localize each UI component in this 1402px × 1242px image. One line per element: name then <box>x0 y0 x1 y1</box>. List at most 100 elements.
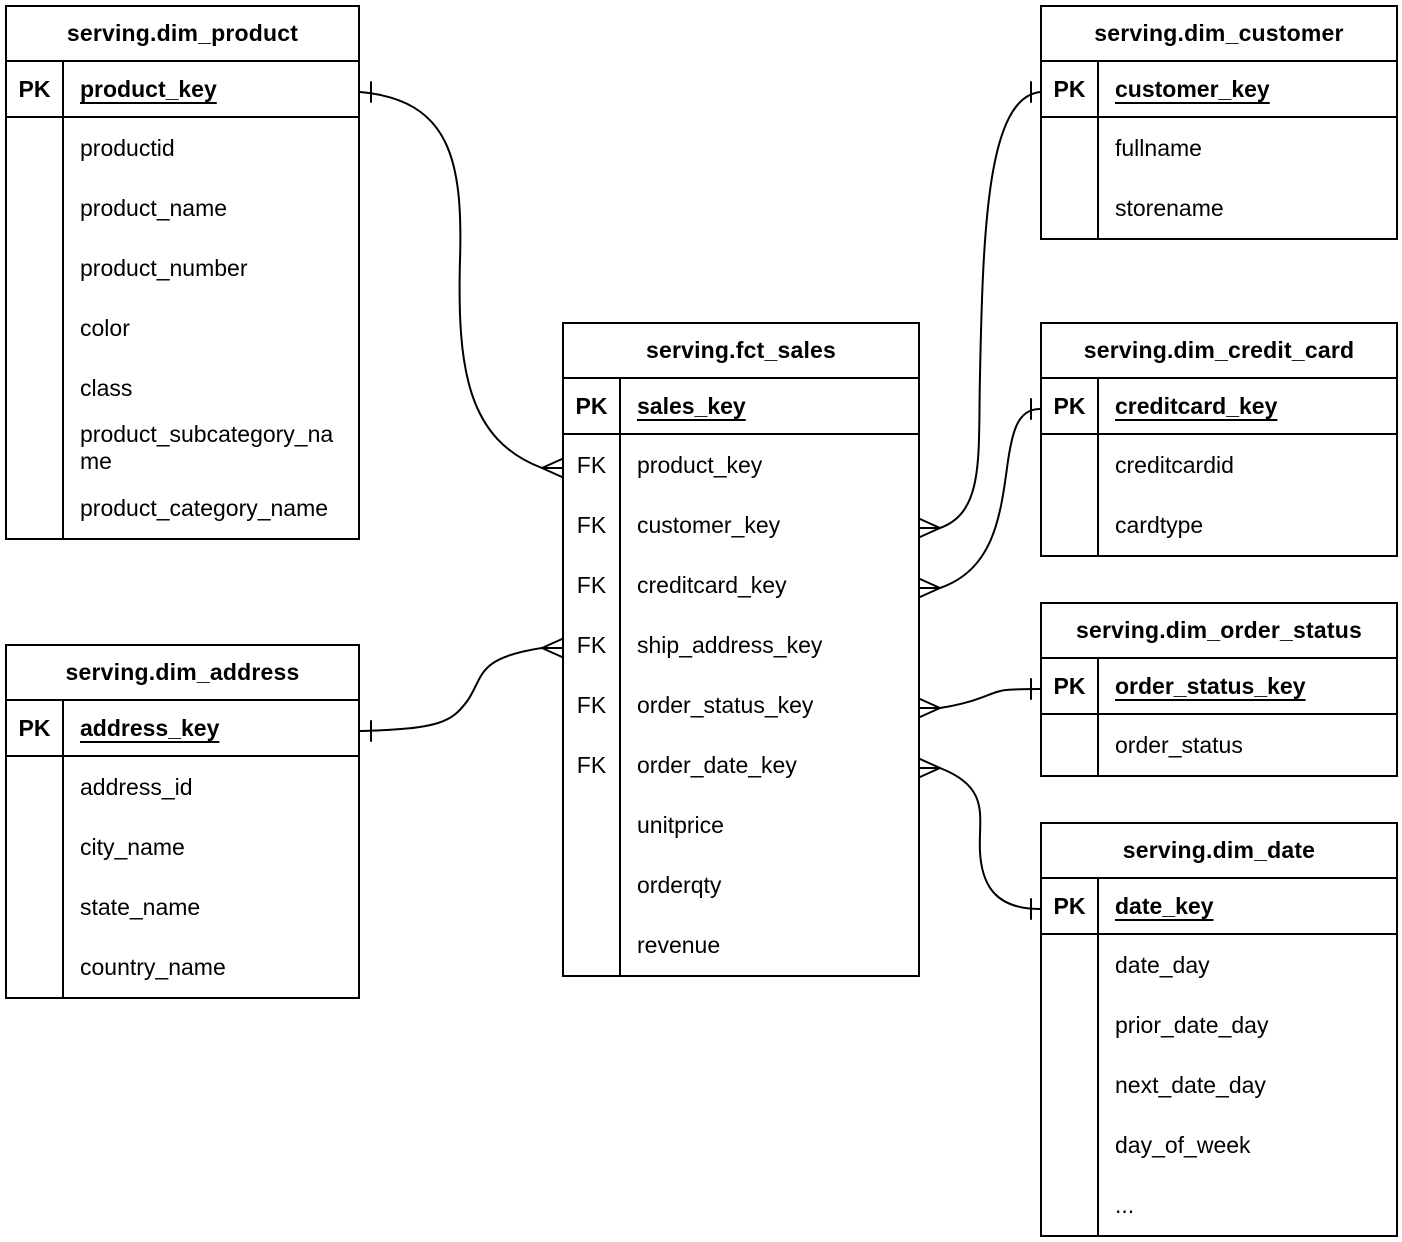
key-label: PK <box>1042 62 1099 116</box>
connector-line <box>939 408 1041 589</box>
field-name: address_id <box>80 773 193 800</box>
key-label: PK <box>1042 879 1099 933</box>
field-name: product_subcategory_name <box>80 421 334 474</box>
field-name: state_name <box>80 893 201 920</box>
key-label <box>7 478 64 538</box>
table-title: serving.fct_sales <box>564 324 918 379</box>
table-field-row: date_day <box>1042 935 1396 995</box>
field-name: sales_key <box>637 392 746 419</box>
key-label: FK <box>564 675 621 735</box>
crow-foot-many-icon <box>919 698 941 718</box>
field-name: ship_address_key <box>637 631 823 658</box>
crow-foot-many-icon <box>919 518 941 538</box>
field-name: date_key <box>1115 892 1214 919</box>
key-label <box>1042 495 1099 555</box>
relation-fct-sales-to-dim-order-status <box>919 678 1041 718</box>
table-pk-row: PK address_key <box>7 701 358 757</box>
crow-foot-many-icon <box>919 578 941 598</box>
field-name: country_name <box>80 953 226 980</box>
table-title: serving.dim_address <box>7 646 358 701</box>
table-pk-row: PK order_status_key <box>1042 659 1396 715</box>
crow-foot-many-icon <box>919 758 941 778</box>
table-dim-credit-card: serving.dim_credit_card PK creditcard_key… <box>1040 322 1398 557</box>
table-field-row: address_id <box>7 757 358 817</box>
field-name: storename <box>1115 194 1224 221</box>
table-title: serving.dim_customer <box>1042 7 1396 62</box>
table-field-row: next_date_day <box>1042 1055 1396 1115</box>
field-name: customer_key <box>1115 75 1270 102</box>
key-label <box>1042 435 1099 495</box>
field-name: color <box>80 314 130 341</box>
field-name: creditcard_key <box>637 571 787 598</box>
field-name: day_of_week <box>1115 1131 1251 1158</box>
key-label <box>7 298 64 358</box>
relation-fct-sales-to-dim-date <box>919 758 1041 920</box>
table-field-row: state_name <box>7 877 358 937</box>
key-label <box>1042 935 1099 995</box>
key-label <box>7 238 64 298</box>
key-label <box>7 418 64 478</box>
key-label <box>564 915 621 975</box>
table-title: serving.dim_order_status <box>1042 604 1396 659</box>
table-field-row: product_category_name <box>7 478 358 538</box>
key-label <box>1042 118 1099 178</box>
field-name: address_key <box>80 714 220 741</box>
key-label: PK <box>7 701 64 755</box>
field-name: order_status_key <box>637 691 814 718</box>
table-field-row: storename <box>1042 178 1396 238</box>
field-name: order_status_key <box>1115 672 1306 699</box>
relation-fct-sales-to-dim-product <box>359 81 563 478</box>
table-field-row: product_name <box>7 178 358 238</box>
table-pk-row: PK sales_key <box>564 379 918 435</box>
table-field-row: class <box>7 358 358 418</box>
table-field-row: revenue <box>564 915 918 975</box>
crow-foot-many-icon <box>541 458 563 478</box>
table-title: serving.dim_date <box>1042 824 1396 879</box>
relation-fct-sales-to-dim-customer <box>919 81 1041 538</box>
table-field-row: FK order_status_key <box>564 675 918 735</box>
field-name: creditcardid <box>1115 451 1234 478</box>
table-pk-row: PK date_key <box>1042 879 1396 935</box>
field-name: product_number <box>80 254 248 281</box>
field-name: creditcard_key <box>1115 392 1278 419</box>
field-name: product_name <box>80 194 228 221</box>
key-label <box>7 817 64 877</box>
key-label: PK <box>1042 379 1099 433</box>
connector-line <box>939 688 1041 709</box>
field-name: next_date_day <box>1115 1071 1266 1098</box>
table-pk-row: PK customer_key <box>1042 62 1396 118</box>
connector-line <box>939 91 1041 529</box>
table-pk-row: PK creditcard_key <box>1042 379 1396 435</box>
field-name: product_key <box>80 75 217 102</box>
field-name: order_status <box>1115 731 1243 758</box>
connector-line <box>359 647 543 732</box>
field-name: unitprice <box>637 811 724 838</box>
key-label: PK <box>1042 659 1099 713</box>
table-field-row: prior_date_day <box>1042 995 1396 1055</box>
table-dim-order-status: serving.dim_order_status PK order_status_… <box>1040 602 1398 777</box>
field-name: order_date_key <box>637 751 797 778</box>
table-title: serving.dim_credit_card <box>1042 324 1396 379</box>
field-name: date_day <box>1115 951 1210 978</box>
table-field-row: country_name <box>7 937 358 997</box>
key-label: PK <box>564 379 621 433</box>
field-name: revenue <box>637 931 721 958</box>
field-name: fullname <box>1115 134 1202 161</box>
key-label <box>7 118 64 178</box>
key-label <box>7 358 64 418</box>
connector-line <box>359 91 543 469</box>
table-field-row: product_number <box>7 238 358 298</box>
field-name: ... <box>1115 1191 1135 1218</box>
key-label: FK <box>564 615 621 675</box>
table-field-row: productid <box>7 118 358 178</box>
